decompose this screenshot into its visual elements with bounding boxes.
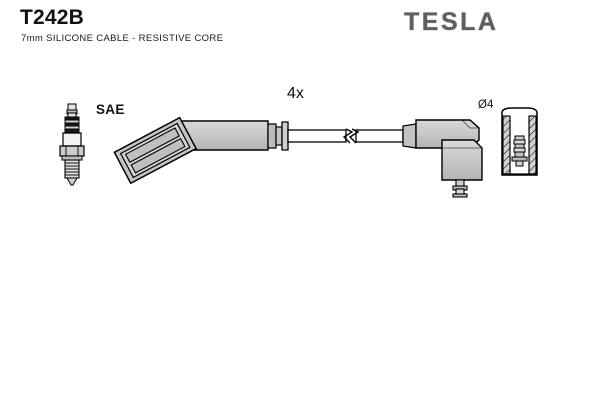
label-sae: SAE <box>96 102 125 117</box>
part-description: 7mm SILICONE CABLE - RESISTIVE CORE <box>21 33 224 44</box>
page-title: T242B <box>20 6 85 29</box>
right-angle-coil-boot <box>402 119 483 198</box>
label-quantity: 4x <box>287 85 304 102</box>
terminal-sleeve-section <box>501 107 538 176</box>
spark-plug-graphic <box>59 103 85 186</box>
cable-break-symbol <box>342 128 360 144</box>
ignition-cable <box>287 128 404 144</box>
tesla-brand-logo: TESLA <box>404 8 499 36</box>
label-diameter: Ø4 <box>478 99 494 111</box>
plug-boot-connector-left <box>113 116 289 185</box>
